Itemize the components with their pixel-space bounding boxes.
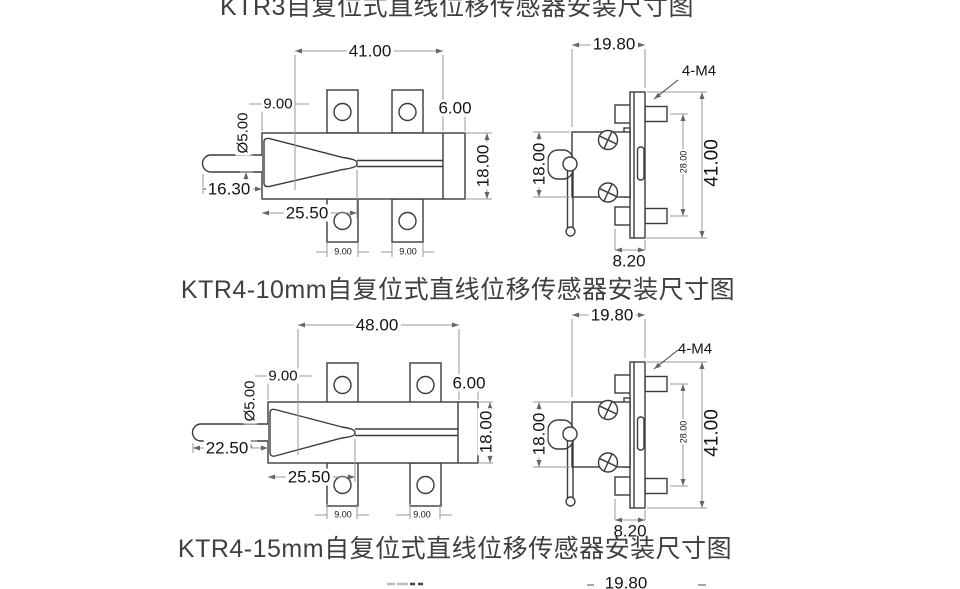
section-3-title: KTR4-15mm自复位式直线位移传感器安装尺寸图 — [177, 535, 733, 563]
dim-left-offset: 9.00 — [266, 367, 300, 385]
dim-side-top-width: 19.80 — [590, 34, 638, 54]
dim-left-offset: 9.00 — [261, 95, 295, 113]
dust-boot — [263, 137, 358, 188]
dim-boot-length: 25.50 — [285, 467, 333, 487]
dim-shaft-dia: Ø5.00 — [241, 378, 259, 424]
push-rod — [191, 423, 268, 442]
dust-boot — [269, 408, 356, 457]
dim-side-top-width: 19.80 — [588, 305, 636, 325]
dim-tab-width: 9.00 — [333, 246, 353, 257]
dim-shaft-length: 22.50 — [203, 438, 251, 458]
front-view-2 — [191, 322, 493, 519]
thread-callout: 4-M4 — [681, 62, 717, 80]
dim-tab-width: 9.00 — [412, 509, 432, 520]
dim-boot-length: 25.50 — [283, 203, 331, 223]
dim-hole-span: 28.00 — [678, 149, 689, 175]
dim-shaft-length: 16.30 — [205, 179, 253, 199]
section-2-title: KTR4-10mm自复位式直线位移传感器安装尺寸图 — [180, 276, 736, 304]
thread-callout: 4-M4 — [677, 340, 713, 358]
dim-flange-height: 41.00 — [701, 139, 723, 187]
dim-tab-width: 9.00 — [398, 246, 418, 257]
dim-end-cap: 6.00 — [450, 373, 488, 393]
dim-tab-width: 9.00 — [333, 509, 353, 520]
dim-top-width: 48.00 — [353, 315, 401, 335]
dim-shaft-dia: Ø5.00 — [234, 110, 252, 156]
sensor-body-front — [267, 401, 479, 464]
dim-flange-height: 41.00 — [701, 409, 723, 457]
dim-end-cap: 6.00 — [436, 98, 474, 118]
dim-side-top-width: 19.80 — [604, 573, 648, 589]
dim-bottom-width: 8.20 — [613, 521, 647, 541]
dim-body-height: 18.00 — [476, 408, 496, 456]
dim-side-height: 18.00 — [529, 140, 549, 188]
dim-hole-span: 28.00 — [678, 419, 689, 445]
front-view-3-clipped — [387, 582, 706, 586]
dim-bottom-width: 8.20 — [612, 251, 646, 271]
push-rod — [201, 154, 262, 173]
dim-body-height: 18.00 — [473, 142, 493, 190]
section-1-title: KTR3自复位式直线位移传感器安装尺寸图 — [220, 0, 694, 21]
dim-top-width: 41.00 — [346, 41, 394, 61]
dim-side-height: 18.00 — [529, 410, 549, 458]
